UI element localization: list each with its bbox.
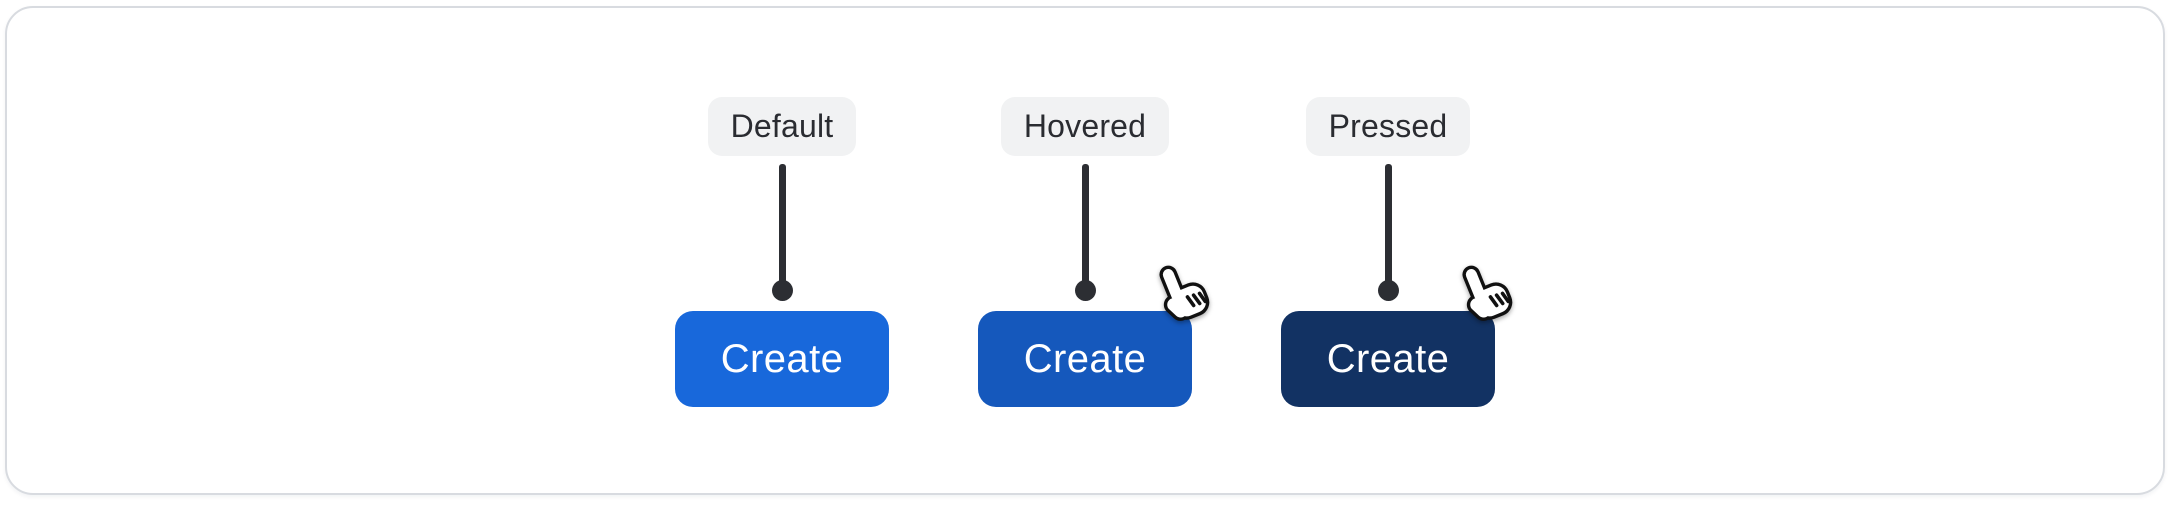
button-wrap-hovered: Create — [978, 265, 1210, 407]
state-label-pressed: Pressed — [1305, 97, 1471, 156]
create-button-hovered[interactable]: Create — [978, 311, 1192, 407]
button-wrap-default: Create — [675, 311, 889, 407]
connector-line — [778, 164, 786, 291]
connector-dot — [1074, 280, 1096, 301]
button-states-card: Default Create Hovered Create — [5, 6, 2165, 495]
state-column-hovered: Hovered Create — [978, 97, 1210, 407]
state-label-hovered: Hovered — [1000, 97, 1170, 156]
connector-dot — [1377, 280, 1399, 301]
state-column-default: Default Create — [675, 97, 889, 407]
create-button-pressed[interactable]: Create — [1281, 311, 1495, 407]
create-button-default[interactable]: Create — [675, 311, 889, 407]
state-column-pressed: Pressed Create — [1281, 97, 1513, 407]
connector-dot — [771, 280, 793, 301]
button-wrap-pressed: Create — [1281, 265, 1513, 407]
connector-line — [1384, 164, 1392, 291]
states-row: Default Create Hovered Create — [7, 8, 2163, 407]
connector-line — [1081, 164, 1089, 291]
state-label-default: Default — [707, 97, 857, 156]
